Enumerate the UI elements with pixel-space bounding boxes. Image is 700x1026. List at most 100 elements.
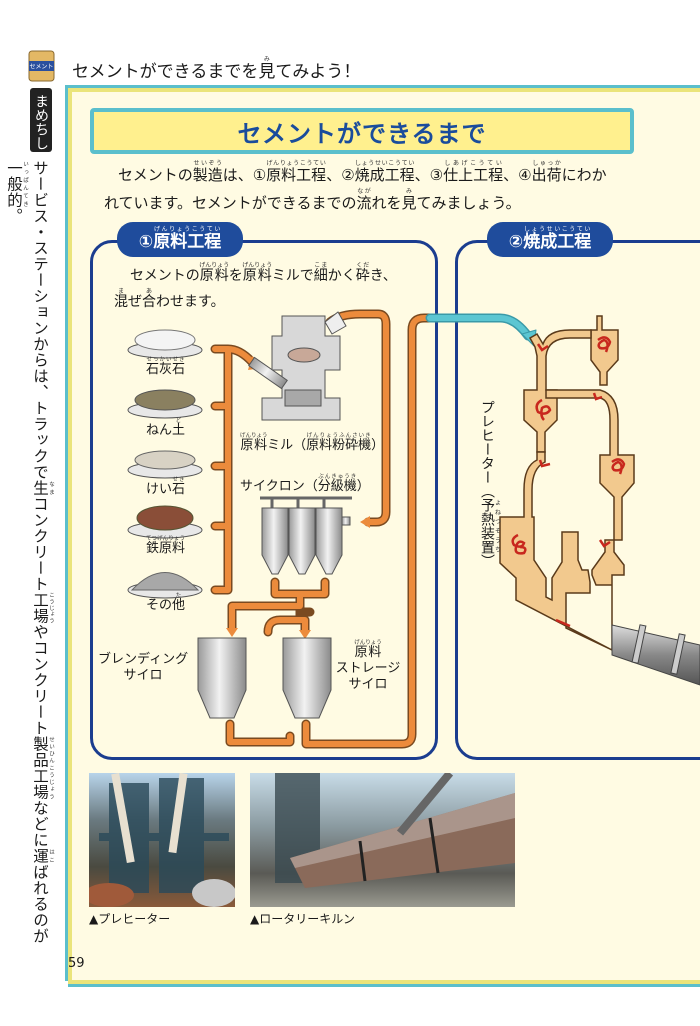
text-segment: ）	[479, 554, 495, 568]
furigana: なま	[48, 480, 54, 496]
furigana: しょうせいこうてい	[354, 160, 415, 167]
furigana: はこ	[48, 848, 54, 864]
ruby-text: 混ま	[114, 289, 128, 311]
base-text: 鉄原料	[145, 541, 185, 556]
furigana: しあげこうてい	[443, 160, 504, 167]
text-segment: 。	[5, 208, 23, 224]
text-segment: 、③	[414, 166, 444, 184]
base-text: 原料	[240, 438, 268, 453]
ruby-text: 砕くだ	[356, 263, 370, 285]
ruby-text: 見み	[258, 57, 275, 83]
base-text: 原料工程	[266, 166, 327, 184]
ruby-text: 一般的いっぱんてき	[5, 160, 28, 208]
base-text: 原料	[199, 268, 230, 284]
base-text: 分級機	[317, 479, 357, 494]
silos	[197, 637, 332, 719]
ruby-text: 見み	[401, 189, 416, 213]
ruby-text: 石灰石せっかいせき	[145, 357, 185, 377]
ruby-text: 合あ	[142, 289, 156, 311]
section-banner: セメントができるまで	[90, 108, 634, 154]
page-number: 59	[68, 956, 85, 971]
base-text: 他	[172, 598, 186, 613]
furigana: いっぱんてき	[22, 160, 28, 208]
text-segment: やコンクリート	[31, 624, 49, 736]
base-text: 混	[114, 294, 128, 310]
section1-desc-1: セメントの原料げんりょうを原料げんりょうミルで細こまかく砕くだき、	[130, 262, 397, 285]
furigana: なが	[356, 188, 372, 195]
text-segment: 、④	[503, 166, 532, 184]
cyclone-label: サイクロン（分級機ぶんきゅうき）	[240, 474, 370, 495]
text-segment: ②	[508, 232, 524, 252]
intro-line-2: れています。セメントができるまでの流ながれを見みてみましょう。	[104, 188, 521, 213]
ruby-text: 原料げんりょう	[199, 263, 230, 285]
cement-bag-icon: セメント	[28, 50, 55, 82]
ruby-text: 原料粉砕機げんりょうふんさいき	[306, 433, 372, 453]
furigana: こま	[313, 262, 328, 269]
furigana: しょうせいこうてい	[523, 226, 592, 233]
text-segment: わせます。	[156, 294, 225, 310]
blending-silo-label: ブレンディング サイロ	[98, 652, 189, 683]
text-segment: かく	[327, 268, 356, 284]
rotary-kiln-photo	[250, 773, 515, 907]
mamechishiki-tag: まめちしき	[11, 88, 52, 152]
intro-line-1: セメントの製造せいぞうは、①原料工程げんりょうこうてい、②焼成工程しょうせいこう…	[118, 160, 607, 185]
furigana: げんりょうこうてい	[266, 160, 327, 167]
text-segment: を	[228, 268, 243, 284]
page-title: セメントができるまでを見みてみよう！	[72, 56, 360, 83]
ruby-text: 石せき	[172, 477, 186, 497]
ruby-text: 原料工程げんりょうこうてい	[266, 161, 327, 185]
base-text: 原料粉砕機	[306, 438, 372, 453]
rotary-kiln-caption: ▲ロータリーキルン	[250, 912, 355, 926]
section1-desc-2: 混まぜ合あわせます。	[114, 288, 225, 311]
ruby-text: 原料げんりょう	[354, 640, 382, 660]
base-text: 石	[172, 482, 186, 497]
ruby-text: 運はこ	[31, 848, 54, 864]
raw-mill-label: 原料げんりょうミル（原料粉砕機げんりょうふんさいき）	[240, 433, 384, 454]
raw-mill	[248, 311, 347, 421]
furigana: てつげんりょう	[145, 536, 185, 542]
text-segment: ①	[138, 232, 154, 252]
cyclone-separator	[260, 496, 352, 575]
base-text: 仕上工程	[443, 166, 504, 184]
furigana: ま	[114, 288, 128, 295]
ruby-text: 分級機ぶんきゅうき	[317, 474, 357, 494]
text-segment: セメントの	[130, 268, 200, 284]
ruby-text: 原料げんりょう	[240, 433, 268, 453]
furigana: あ	[142, 288, 156, 295]
base-text: 流	[356, 194, 372, 212]
base-text: 石灰石	[145, 362, 185, 377]
text-segment: セメントができるまでを	[72, 62, 259, 82]
pipes	[210, 309, 537, 749]
base-text: 製造	[192, 166, 223, 184]
text-segment: ねん	[145, 423, 172, 438]
base-text: 細	[313, 268, 328, 284]
base-text: 出荷	[531, 166, 562, 184]
text-segment: は、①	[222, 166, 267, 184]
ruby-text: 鉄原料てつげんりょう	[145, 536, 185, 556]
furigana: ぶんきゅうき	[317, 474, 357, 480]
preheater-photo	[89, 773, 235, 907]
base-text: 焼成工程	[354, 166, 415, 184]
text-segment: セメントの	[118, 166, 193, 184]
furigana: み	[258, 56, 276, 63]
furigana: げんりょうふんさいき	[306, 433, 372, 439]
section-burning	[455, 240, 700, 760]
furigana: ど	[172, 418, 186, 424]
furigana: せいひんこうじょう	[48, 736, 54, 800]
furigana: げんりょう	[354, 640, 382, 646]
base-text: 原料	[242, 268, 273, 284]
base-text: 土	[172, 423, 186, 438]
text-segment: れを	[371, 194, 402, 212]
text-segment: コンクリート	[31, 496, 49, 592]
text-segment: てみましょう。	[416, 194, 521, 212]
base-text: 生	[31, 480, 49, 496]
furigana: せいぞう	[192, 160, 223, 167]
furigana: げんりょう	[242, 262, 273, 269]
preheater-label: プレヒーター（予熱装置よねつそうち）	[478, 400, 501, 568]
rotary-kiln	[611, 624, 700, 686]
sidebar-note: サービス・ステーションからは、トラックで生なまコンクリート工場こうじょうやコンク…	[5, 160, 54, 960]
ruby-text: 焼成工程しょうせいこうてい	[523, 226, 592, 253]
material-label-iron: 鉄原料てつげんりょう	[128, 536, 203, 557]
